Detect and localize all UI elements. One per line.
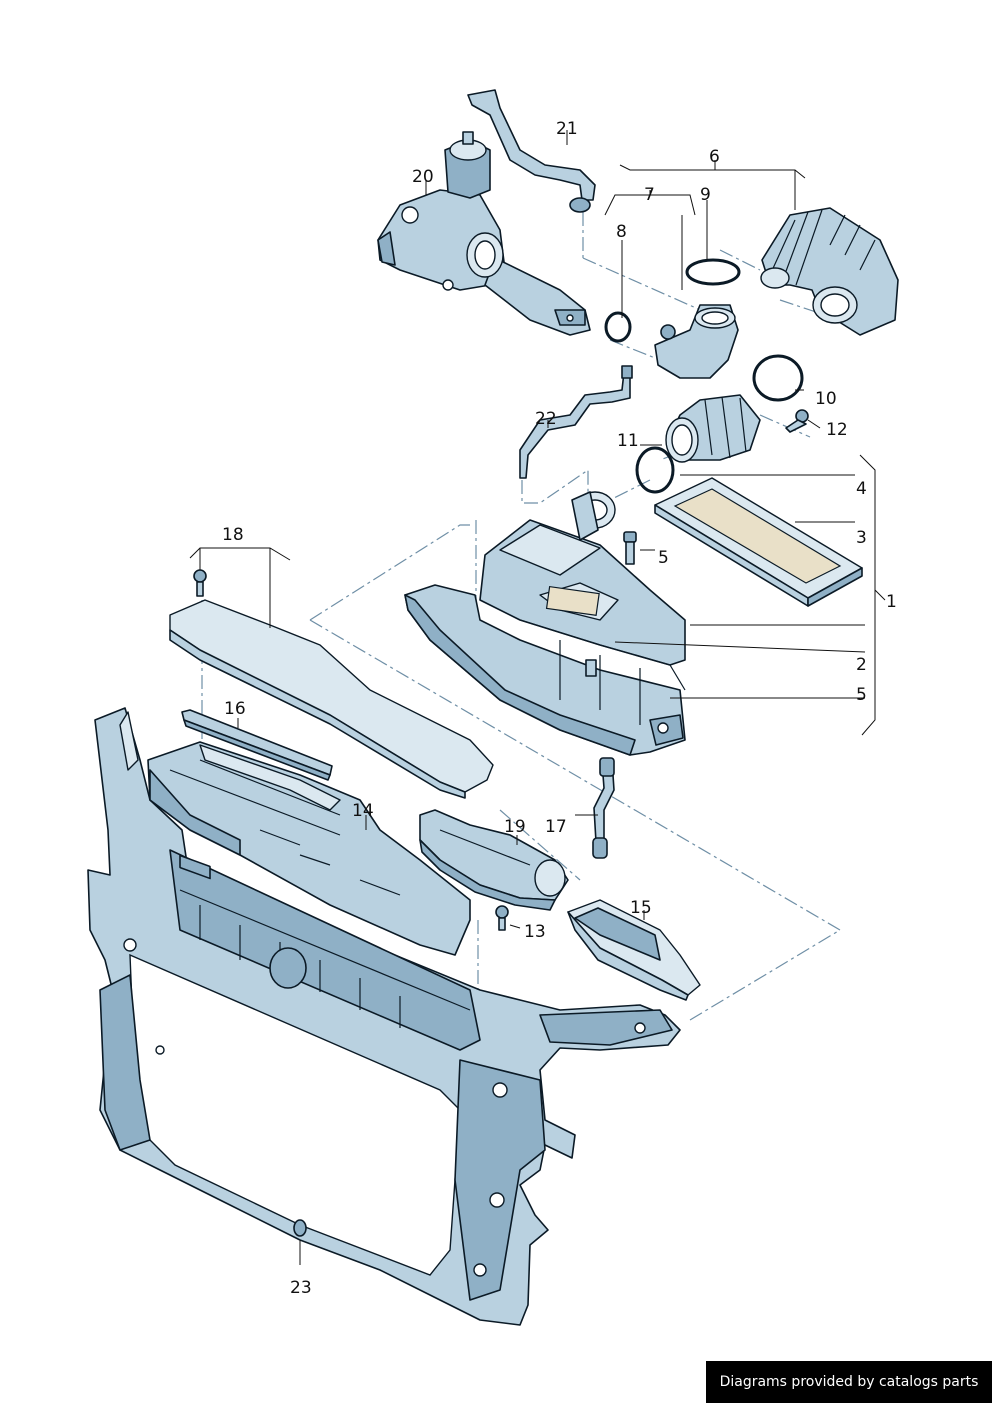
callout-11: 11 bbox=[617, 431, 639, 451]
callout-5-upper: 5 bbox=[658, 548, 669, 568]
attribution-text: Diagrams provided by catalogs parts bbox=[719, 1374, 979, 1390]
callout-13: 13 bbox=[524, 922, 546, 942]
air-intake-funnel bbox=[567, 899, 701, 1001]
attribution-banner: Diagrams provided by catalogs parts bbox=[706, 1361, 992, 1403]
mounting-rail bbox=[181, 709, 333, 781]
callout-10: 10 bbox=[815, 389, 837, 409]
callout-18: 18 bbox=[222, 525, 244, 545]
corrugated-hose bbox=[760, 207, 899, 336]
callout-16: 16 bbox=[224, 699, 246, 719]
callout-6: 6 bbox=[709, 147, 720, 167]
breather-pipe bbox=[519, 365, 633, 479]
callout-3: 3 bbox=[856, 528, 867, 548]
callout-22: 22 bbox=[535, 409, 557, 429]
callout-7: 7 bbox=[644, 185, 655, 205]
screw-13 bbox=[495, 905, 509, 931]
callout-23: 23 bbox=[290, 1278, 312, 1298]
air-guide-housing bbox=[419, 809, 569, 911]
callout-4: 4 bbox=[856, 479, 867, 499]
screw-18 bbox=[193, 569, 207, 597]
hose-clamp-9 bbox=[685, 258, 741, 286]
drain-hose bbox=[592, 757, 615, 859]
callout-2: 2 bbox=[856, 655, 867, 675]
turbocharger bbox=[377, 131, 591, 336]
screw-5-upper bbox=[623, 531, 637, 565]
callout-17: 17 bbox=[545, 817, 567, 837]
front-carrier-frame bbox=[87, 707, 681, 1326]
callout-15: 15 bbox=[630, 898, 652, 918]
screw-12 bbox=[785, 409, 809, 433]
sealing-ring-4 bbox=[635, 446, 675, 494]
air-filter-housing bbox=[404, 491, 686, 756]
hose-clamp-10 bbox=[752, 354, 804, 402]
air-filter-element bbox=[654, 477, 863, 607]
callout-9: 9 bbox=[700, 185, 711, 205]
callout-1: 1 bbox=[886, 592, 897, 612]
intake-connection-pipe bbox=[654, 304, 739, 379]
duct-cover-plate bbox=[169, 599, 494, 799]
air-guide-duct bbox=[147, 741, 471, 956]
callout-14: 14 bbox=[352, 801, 374, 821]
callout-12: 12 bbox=[826, 420, 848, 440]
oil-pipe bbox=[467, 89, 596, 213]
callout-20: 20 bbox=[412, 167, 434, 187]
callout-5-lower: 5 bbox=[856, 685, 867, 705]
o-ring-8 bbox=[604, 311, 632, 343]
callout-19: 19 bbox=[504, 817, 526, 837]
callout-8: 8 bbox=[616, 222, 627, 242]
callout-21: 21 bbox=[556, 119, 578, 139]
callout-labels: 6 7 9 8 21 20 10 12 11 22 4 3 5 1 2 5 18… bbox=[222, 119, 897, 1298]
intake-sleeve bbox=[665, 394, 761, 463]
leader-lines bbox=[189, 130, 886, 1265]
